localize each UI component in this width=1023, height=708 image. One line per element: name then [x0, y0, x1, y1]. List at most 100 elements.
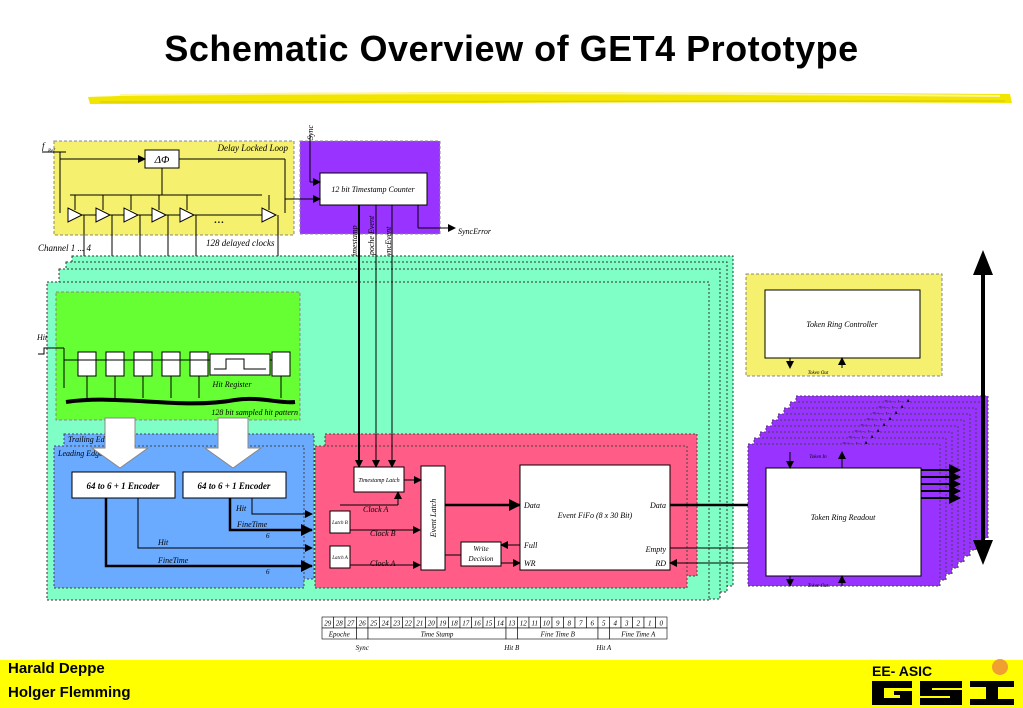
bit-number: 22 [405, 620, 413, 628]
timestamp-vlabel: Timestamp [350, 225, 359, 260]
group-label: EE- ASIC [872, 663, 933, 679]
counter-label: 12 bit Timestamp Counter [331, 185, 415, 194]
delay-buffer [95, 207, 112, 223]
bit-number: 11 [532, 620, 538, 628]
bit-number: 23 [393, 620, 401, 628]
hit-flipflop [133, 351, 153, 377]
readout-token-out-label: Token Out [808, 584, 829, 589]
bit-field-name: Fine Time B [540, 631, 576, 639]
bit-number: 28 [336, 620, 344, 628]
bit-number: 27 [347, 620, 355, 628]
timestamp-counter-block: 12 bit Timestamp Counter Sync SyncError … [285, 124, 492, 261]
token-ring-readout-label: Token Ring Readout [811, 513, 876, 522]
bit-number: 15 [485, 620, 493, 628]
sync-error-label: SyncError [458, 227, 492, 236]
fref-label: f [42, 141, 46, 151]
fifo-label: Event FiFo (8 x 30 Bit) [557, 511, 633, 520]
bit-number: 20 [428, 620, 436, 628]
bit-number: 6 [591, 620, 595, 628]
bit-number: 0 [660, 620, 664, 628]
channel-label: Channel 1 ... 4 [38, 243, 91, 253]
write-decision-label-2: Decision [468, 555, 494, 563]
fifo-wr-label: WR [524, 559, 536, 568]
encoder-1-finetime-label: FineTime [157, 556, 189, 565]
bit-field-annotation: Hit B [503, 644, 520, 652]
clock-a-top-label: Clock A [363, 505, 389, 514]
bit-number: 5 [602, 620, 606, 628]
schematic-diagram: Delay Locked Loop ΔΦ f Ref ... 128 delay… [36, 92, 1012, 652]
encoder-2-label: 64 to 6 + 1 Encoder [198, 481, 271, 491]
dll-ellipsis: ... [214, 212, 225, 227]
slide-title: Schematic Overview of GET4 Prototype [164, 28, 859, 69]
fifo-rd-label: RD [654, 559, 666, 568]
bit-number: 13 [508, 620, 516, 628]
fifo-full-label: Full [523, 541, 538, 550]
dll-title: Delay Locked Loop [217, 143, 289, 153]
bit-number: 4 [614, 620, 618, 628]
delay-buffer [179, 207, 196, 223]
latch-a-label: Latch A [331, 556, 349, 561]
bit-field-cell [609, 627, 668, 640]
bit-number: 17 [462, 620, 470, 628]
bit-number: 8 [568, 620, 572, 628]
author-2: Holger Flemming [8, 684, 131, 701]
footer-bar: Harald Deppe Holger Flemming [0, 660, 1023, 708]
bit-number: 14 [497, 620, 505, 628]
bit-field-annotation: Sync [356, 644, 370, 652]
latch-b-label: Latch B [331, 521, 348, 526]
gsi-logo [872, 659, 1014, 705]
hit-flipflop [271, 351, 291, 377]
hit-register-label: Hit Register [212, 380, 253, 389]
token-ring-controller-block: Token Ring Controller Token Out [745, 273, 943, 377]
write-decision-label-1: Write [473, 545, 488, 553]
readout-token-in-label: Token In [809, 455, 827, 460]
hit-flipflop [77, 351, 97, 377]
encoder-2-hit-label: Hit [235, 504, 247, 513]
clock-b-label: Clock B [370, 529, 396, 538]
bit-number: 18 [451, 620, 459, 628]
bit-number: 9 [556, 620, 560, 628]
delay-buffer [123, 207, 140, 223]
fifo-data-out-label: Data [649, 501, 666, 510]
bit-field-annotation: Hit A [595, 644, 612, 652]
sampled-pattern-label: 128 bit sampled hit pattern [211, 408, 298, 417]
fifo-empty-label: Empty [645, 545, 667, 554]
encoder-block: Trailing Edge Leading Edge 64 to 6 + 1 E… [53, 417, 315, 589]
bit-number: 7 [579, 620, 583, 628]
author-1: Harald Deppe [8, 660, 105, 677]
epoche-event-vlabel: Epoche Event [367, 215, 376, 261]
token-ring-controller-label: Token Ring Controller [806, 320, 878, 329]
bit-number: 25 [370, 620, 378, 628]
bit-number: 26 [359, 620, 367, 628]
delay-buffer [261, 207, 278, 223]
bit-number: 24 [382, 620, 390, 628]
bit-number: 2 [637, 620, 641, 628]
bit-number: 16 [474, 620, 482, 628]
fifo-data-in-label: Data [523, 501, 540, 510]
delay-buffer [151, 207, 168, 223]
encoder-1-hit-label: Hit [157, 538, 169, 547]
bit-field-name: Fine Time A [620, 631, 656, 639]
bit-number: 10 [543, 620, 551, 628]
event-logic-block: Timestamp Latch Clock A Latch B Latch A … [314, 205, 767, 589]
timestamp-latch-label: Timestamp Latch [358, 478, 399, 484]
encoder-2-bus-width: 6 [266, 532, 270, 540]
leading-edge-label: Leading Edge [57, 449, 103, 458]
hit-input-label: Hit [36, 333, 48, 342]
bit-field-cell [356, 627, 369, 640]
trailing-edge-label: Trailing Edge [68, 435, 113, 444]
readout-bus-arrow [973, 250, 993, 565]
delay-buffer [67, 207, 84, 223]
bit-field-cell [505, 627, 518, 640]
sync-label: Sync [306, 124, 315, 140]
event-latch-label: Event Latch [429, 499, 438, 538]
bit-field-cell [597, 627, 610, 640]
encoder-1-label: 64 to 6 + 1 Encoder [87, 481, 160, 491]
bit-number: 12 [520, 620, 528, 628]
phase-detector-label: ΔΦ [154, 154, 170, 166]
hit-register-block: Hit Hit Register 128 bit sampled hit pat… [36, 291, 301, 421]
encoder-1-bus-width: 6 [266, 568, 270, 576]
sync-event-vlabel: SyncEvent [384, 226, 393, 260]
